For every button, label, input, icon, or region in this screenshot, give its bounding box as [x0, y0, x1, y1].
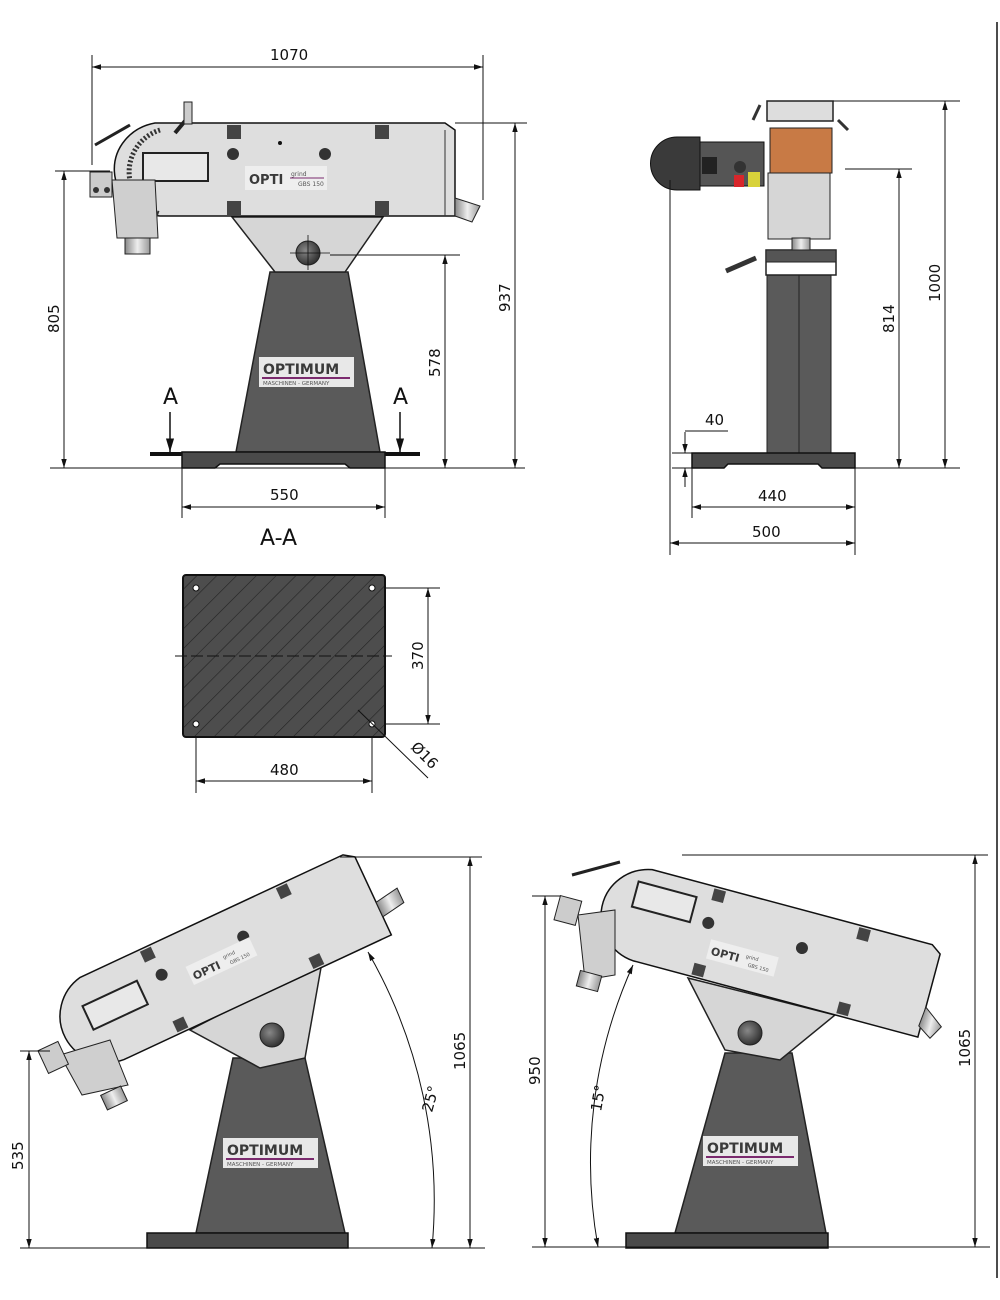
dim-tilt15-low-height: 950 — [526, 1056, 544, 1085]
angle-15: 15° — [587, 1083, 609, 1112]
svg-text:grind: grind — [222, 950, 236, 961]
svg-text:grind: grind — [291, 171, 307, 178]
dim-overall-height: 937 — [496, 283, 514, 312]
angle-25: 25° — [418, 1084, 442, 1114]
svg-text:MASCHINEN - GERMANY: MASCHINEN - GERMANY — [263, 381, 330, 387]
optimum-logo: OPTIMUM MASCHINEN - GERMANY — [259, 357, 354, 387]
dim-side-overall-height: 1000 — [926, 264, 944, 302]
dim-hole-spacing-width: 480 — [270, 761, 299, 779]
dim-axis-height: 805 — [45, 304, 63, 333]
dim-tilt15-overall-height: 1065 — [956, 1029, 974, 1067]
dim-base-thickness: 40 — [705, 411, 724, 429]
svg-text:GBS 150: GBS 150 — [298, 181, 324, 188]
optigrind-logo: OPTI grind GBS 150 — [245, 166, 327, 190]
dim-hole-diameter: Ø16 — [407, 738, 442, 773]
svg-text:MASCHINEN - GERMANY: MASCHINEN - GERMANY — [707, 1160, 774, 1166]
svg-text:GBS 150: GBS 150 — [747, 963, 769, 974]
svg-text:OPTIMUM: OPTIMUM — [707, 1141, 783, 1157]
front-view: OPTI grind GBS 150 OPTIMUM MASCHINEN - G… — [45, 46, 527, 518]
section-marker-left: A — [163, 385, 178, 410]
svg-text:MASCHINEN - GERMANY: MASCHINEN - GERMANY — [227, 1162, 294, 1168]
side-view: 1000 814 40 440 500 — [650, 100, 960, 555]
side-base-plate — [691, 452, 856, 469]
section-marker-right: A — [393, 385, 408, 410]
dim-tilt25-low-height: 535 — [9, 1141, 27, 1170]
svg-text:OPTIMUM: OPTIMUM — [263, 362, 339, 378]
sanding-belt — [769, 127, 833, 174]
dim-tilt25-overall-height: 1065 — [451, 1032, 469, 1070]
stop-switch — [734, 175, 744, 187]
optimum-logo: OPTIMUM MASCHINEN - GERMANY — [703, 1136, 798, 1166]
dim-hole-spacing-depth: 370 — [409, 641, 427, 670]
dim-overall-depth: 500 — [752, 523, 781, 541]
base-plate — [181, 451, 386, 469]
section-view: A-A 370 480 Ø16 — [175, 526, 442, 793]
svg-text:OPTI: OPTI — [249, 173, 283, 188]
dim-overall-width: 1070 — [270, 46, 308, 64]
tilt-15-view: OPTI grind GBS 150 OPTIMUM MASCHINEN - G… — [526, 854, 990, 1249]
dim-base-width: 550 — [270, 486, 299, 504]
tilt-25-view: OPTI grind GBS 150 OPTIMUM MASCHINEN - G… — [9, 854, 485, 1249]
belt-window — [142, 152, 209, 182]
optimum-logo: OPTIMUM MASCHINEN - GERMANY — [223, 1138, 318, 1168]
dim-pivot-height: 578 — [426, 348, 444, 377]
dim-belt-axis-height: 814 — [880, 304, 898, 333]
svg-text:OPTIMUM: OPTIMUM — [227, 1143, 303, 1159]
section-title: A-A — [260, 526, 297, 551]
svg-text:grind: grind — [745, 954, 759, 963]
dim-base-depth: 440 — [758, 487, 787, 505]
